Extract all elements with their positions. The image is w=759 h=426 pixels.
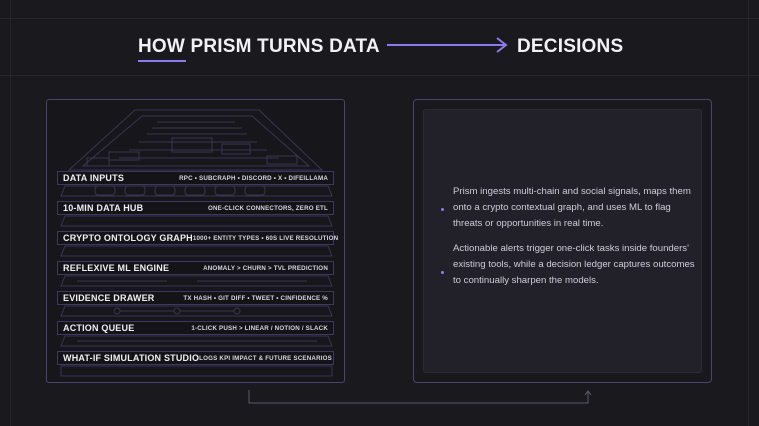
layer-simulation-studio: WHAT-IF SIMULATION STUDIO LOGS KPI IMPAC… <box>57 351 334 365</box>
bullet-icon <box>441 208 444 211</box>
title-right: DECISIONS <box>517 36 624 57</box>
grid-line <box>748 0 749 426</box>
layer-description: ANOMALY > CHURN > TVL PREDICTION <box>203 264 328 272</box>
layer-data-inputs: DATA INPUTS RPC • SUBCRAPH • DISCORD • X… <box>57 171 334 185</box>
layer-description: LOGS KPI IMPACT & FUTURE SCENARIOS <box>199 354 333 362</box>
layer-name: 10-MIN DATA HUB <box>63 203 144 213</box>
grid-line <box>0 75 759 76</box>
layer-description: ONE-CLICK CONNECTORS, ZERO ETL <box>207 204 328 212</box>
description-panel: Prism ingests multi-chain and social sig… <box>413 99 712 383</box>
title-underline <box>138 60 186 62</box>
description-paragraph: Actionable alerts trigger one-click task… <box>453 243 695 286</box>
arrow-right-icon <box>387 37 508 53</box>
layer-description: RPC • SUBCRAPH • DISCORD • X • DIFEILLAM… <box>179 174 328 182</box>
grid-line <box>10 0 11 426</box>
layer-name: EVIDENCE DRAWER <box>63 293 155 303</box>
layer-name: CRYPTO ONTOLOGY GRAPH <box>63 233 193 243</box>
page-header: HOW PRISM TURNS DATA DECISIONS <box>0 33 759 63</box>
layer-ml-engine: REFLEXIVE ML ENGINE ANOMALY > CHURN > TV… <box>57 261 334 275</box>
description-paragraph: Prism ingests multi-chain and social sig… <box>453 186 691 229</box>
layer-name: DATA INPUTS <box>63 173 125 183</box>
stack-wireframe-illustration <box>60 109 333 377</box>
layer-action-queue: ACTION QUEUE 1-CLICK PUSH > LINEAR / NOT… <box>57 321 334 335</box>
layer-name: REFLEXIVE ML ENGINE <box>63 263 170 273</box>
bullet-icon <box>441 271 444 274</box>
title-left: HOW PRISM TURNS DATA <box>138 36 380 57</box>
layer-name: WHAT-IF SIMULATION STUDIO <box>63 353 200 363</box>
grid-line <box>0 18 759 19</box>
layer-stack-panel: DATA INPUTS RPC • SUBCRAPH • DISCORD • X… <box>46 99 345 383</box>
layer-ontology-graph: CRYPTO ONTOLOGY GRAPH 1000+ ENTITY TYPES… <box>57 231 338 245</box>
description-card: Prism ingests multi-chain and social sig… <box>423 109 702 373</box>
layer-evidence-drawer: EVIDENCE DRAWER TX HASH • GIT DIFF • TWE… <box>57 291 334 305</box>
layer-description: 1000+ ENTITY TYPES • 60S LIVE RESOLUTION <box>192 234 339 242</box>
layer-description: 1-CLICK PUSH > LINEAR / NOTION / SLACK <box>191 324 328 332</box>
layer-name: ACTION QUEUE <box>63 323 135 333</box>
layer-data-hub: 10-MIN DATA HUB ONE-CLICK CONNECTORS, ZE… <box>57 201 334 215</box>
layer-description: TX HASH • GIT DIFF • TWEET • CINFIDENCE … <box>183 294 328 302</box>
